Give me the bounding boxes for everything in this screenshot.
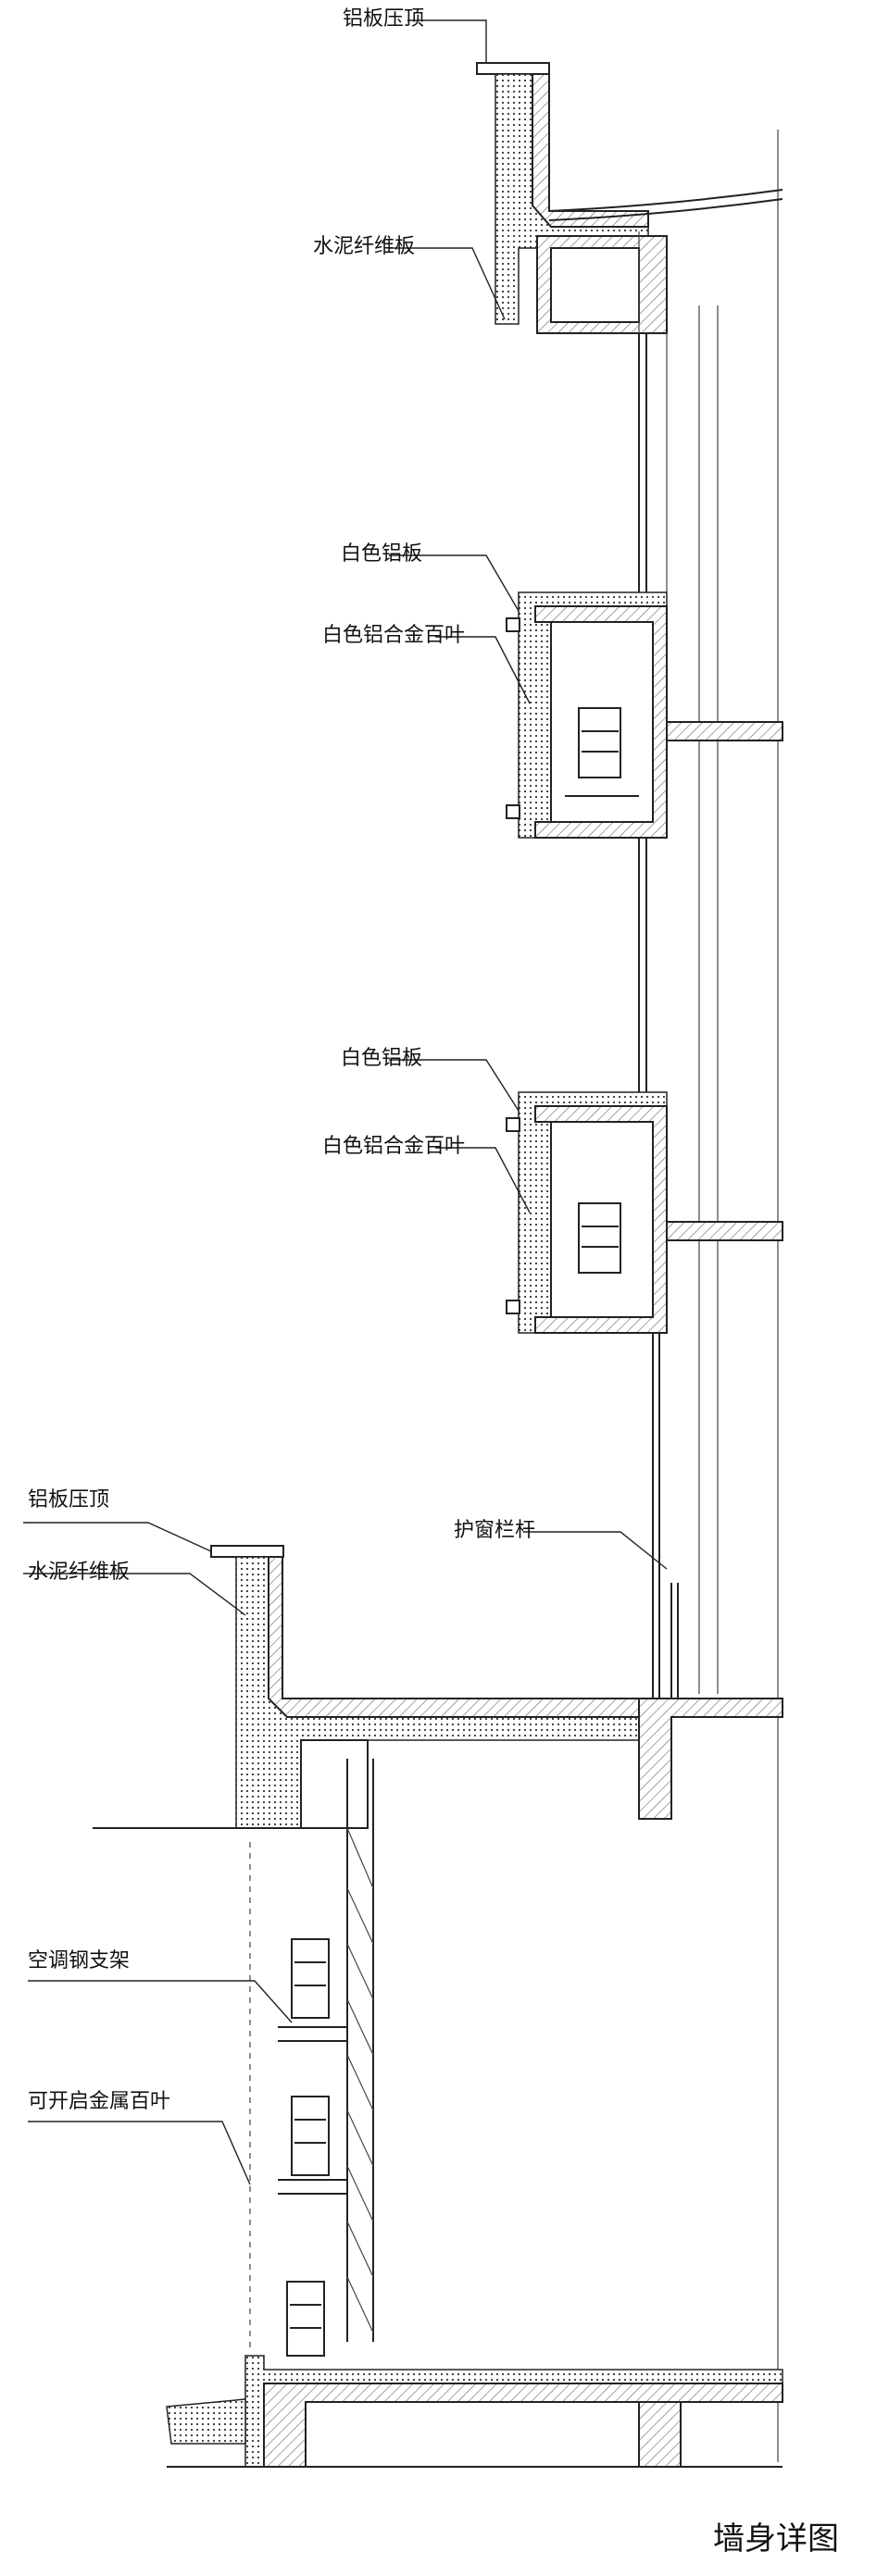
ground-slab: [166, 2355, 783, 2468]
ac-unit-4: [291, 2096, 330, 2176]
ac-bracket-2: [278, 2179, 348, 2195]
label-win2-louver: 白色铝合金百叶: [322, 1135, 466, 1158]
floor-slab-2: [666, 1221, 783, 1241]
ac-unit-5: [286, 2281, 325, 2357]
low-cap-plate: [210, 1545, 284, 1558]
window-box-1: [506, 591, 783, 839]
roof-cap-plate: [476, 62, 550, 75]
ac-unit-1: [578, 707, 621, 778]
label-win2-panel: 白色铝板: [341, 1047, 423, 1070]
roof-membrane: [548, 189, 783, 212]
label-win1-panel: 白色铝板: [341, 542, 423, 566]
lower-window: [652, 1333, 679, 1712]
roof-parapet-wall: [532, 73, 649, 228]
label-roof-cap: 铝板压顶: [343, 7, 425, 31]
ground-fill: [166, 2398, 246, 2445]
exterior-grid-lines: [698, 130, 779, 2462]
label-rail: 护窗栏杆: [454, 1519, 536, 1542]
ac-unit-3: [291, 1938, 330, 2019]
label-roof-board: 水泥纤维板: [313, 235, 416, 258]
floor-slab-1: [666, 721, 783, 741]
drawing-caption: 墙身详图: [713, 2520, 839, 2557]
label-metal-louver: 可开启金属百叶: [28, 2090, 171, 2113]
window-box-2: [506, 1091, 783, 1334]
leader-lines: [23, 19, 668, 2185]
label-low-board: 水泥纤维板: [28, 1561, 131, 1584]
ac-bracket-1: [278, 2026, 348, 2042]
mid-window: [638, 838, 647, 1092]
ac-unit-2: [578, 1202, 621, 1274]
upper-window: [638, 333, 668, 592]
label-win1-louver: 白色铝合金百叶: [322, 624, 466, 647]
label-ac-bracket: 空调钢支架: [28, 1949, 131, 1972]
label-low-cap: 铝板压顶: [28, 1488, 110, 1512]
lower-parapet: [93, 1545, 783, 1829]
balcony-beam: [638, 1698, 783, 1820]
louver-wall: [249, 1759, 374, 2357]
top-parapet: [476, 62, 783, 342]
